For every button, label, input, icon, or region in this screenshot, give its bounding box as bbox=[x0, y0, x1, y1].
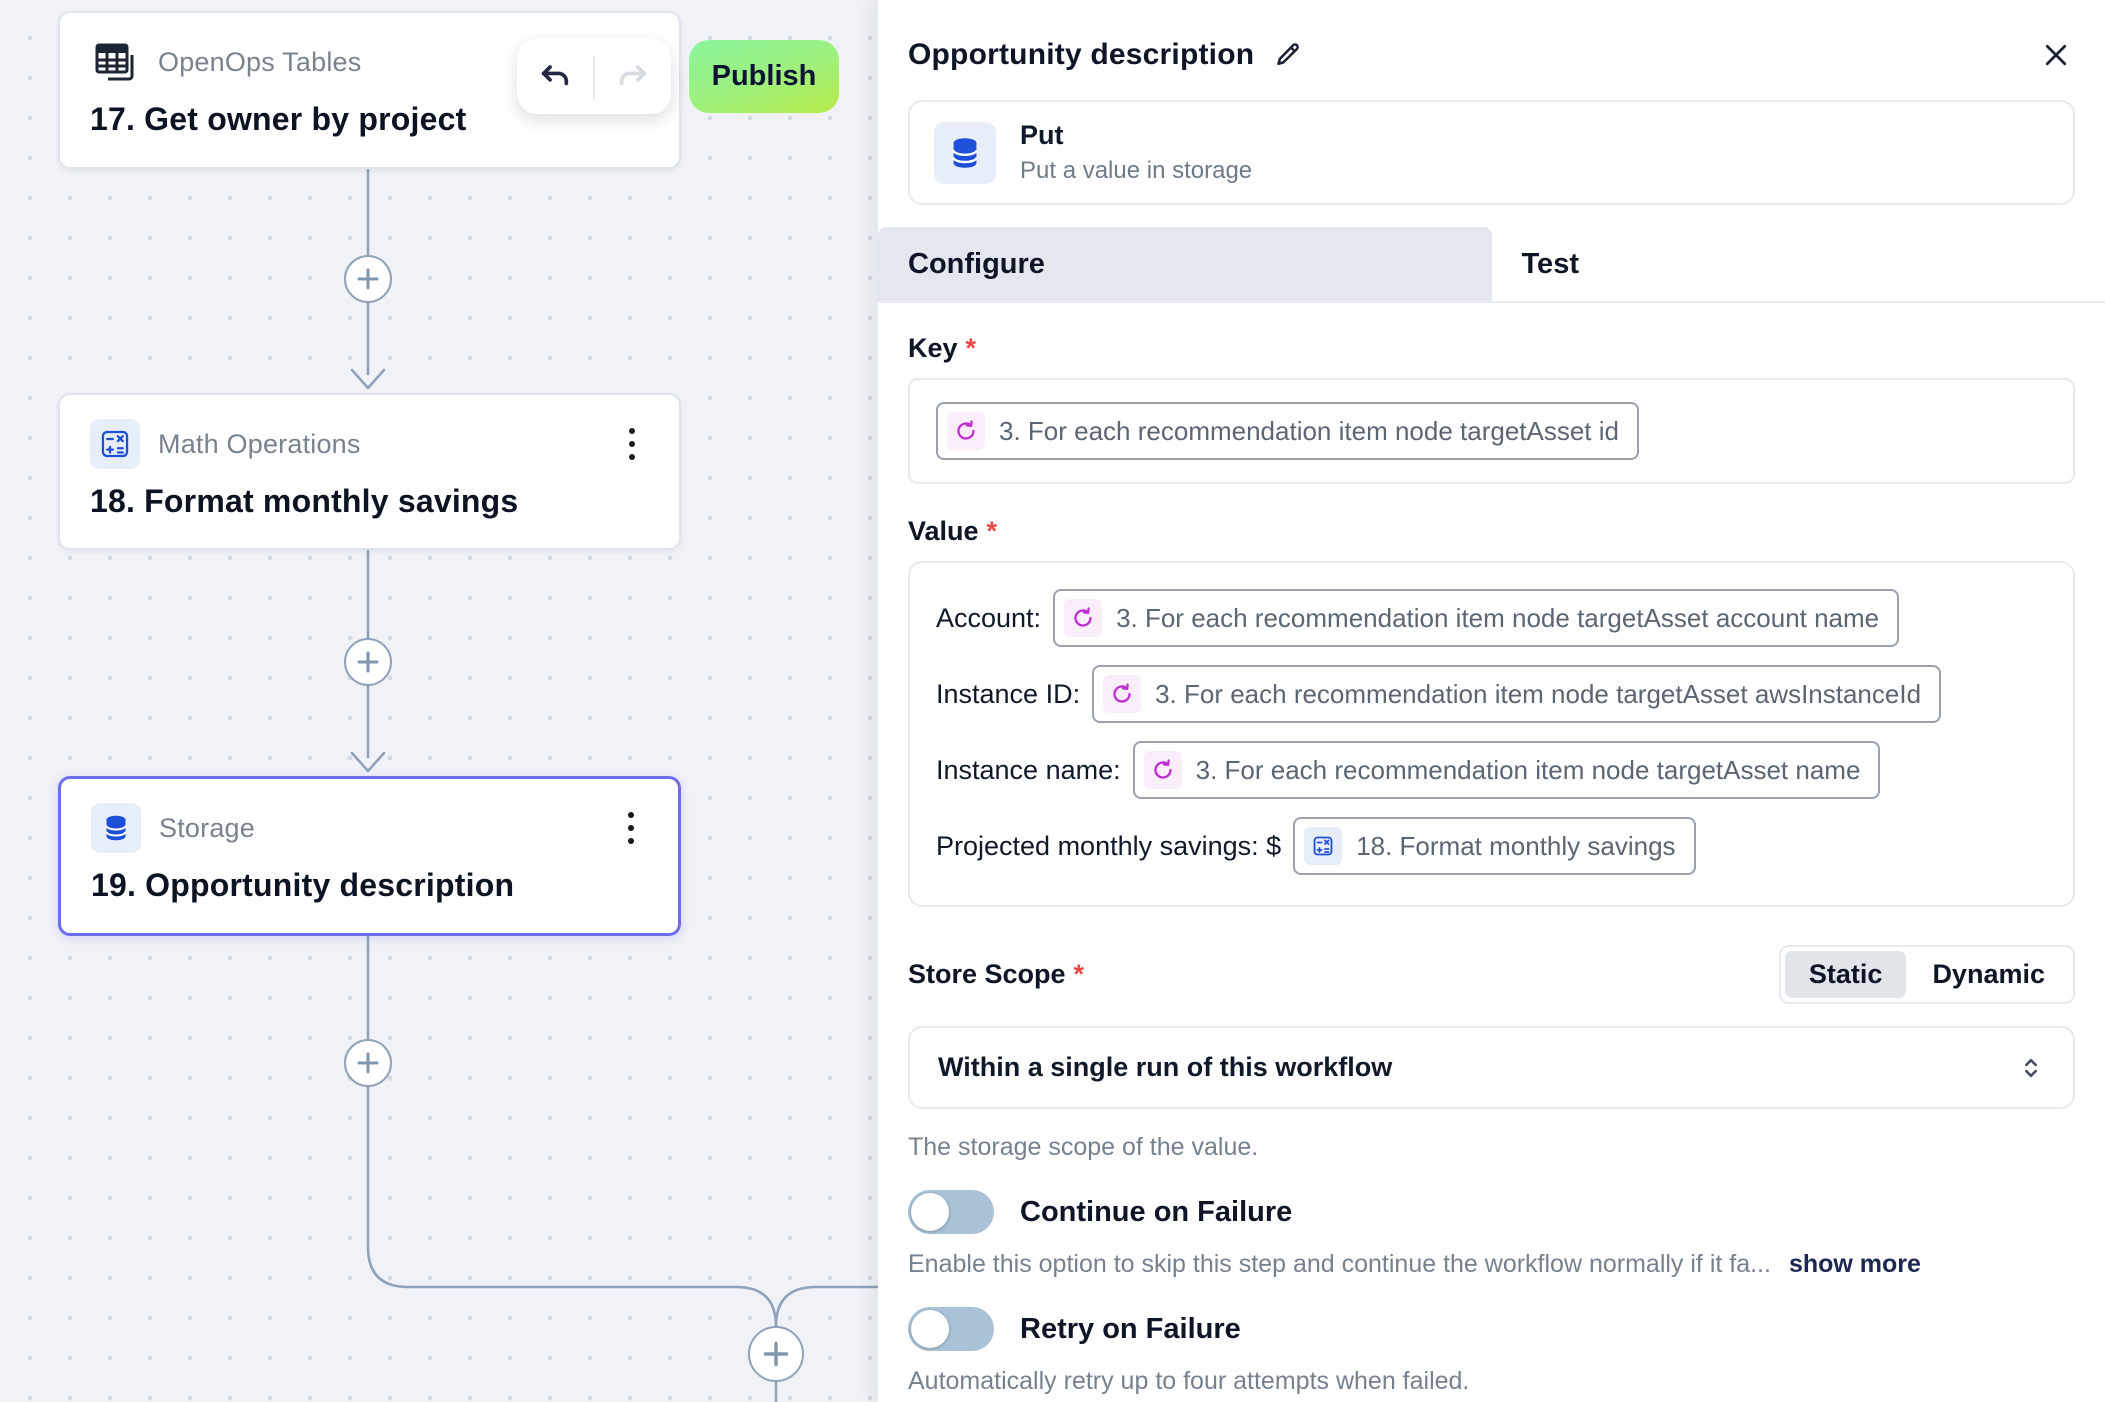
loop-icon bbox=[1064, 599, 1103, 637]
pencil-icon bbox=[1277, 43, 1300, 65]
mode-static[interactable]: Static bbox=[1784, 951, 1907, 998]
plus-icon bbox=[357, 1052, 379, 1074]
workflow-node-17[interactable]: OpenOps Tables 17. Get owner by project bbox=[58, 11, 681, 169]
row-label: Projected monthly savings: $ bbox=[936, 830, 1282, 861]
action-summary-card: Put Put a value in storage bbox=[908, 100, 2075, 205]
publish-button[interactable]: Publish bbox=[689, 40, 839, 113]
panel-title: Opportunity description bbox=[908, 38, 1255, 71]
mode-dynamic[interactable]: Dynamic bbox=[1932, 959, 2045, 989]
redo-icon bbox=[619, 64, 647, 85]
connector-edges bbox=[350, 167, 878, 1402]
node-menu-kebab-icon[interactable] bbox=[614, 808, 648, 848]
add-step-button-3[interactable] bbox=[344, 1039, 392, 1087]
store-scope-helper: The storage scope of the value. bbox=[908, 1133, 1259, 1161]
workflow-canvas[interactable]: OpenOps Tables 17. Get owner by project … bbox=[0, 0, 878, 1402]
storage-icon bbox=[934, 121, 996, 184]
tab-configure[interactable]: Configure bbox=[878, 227, 1492, 301]
openops-tables-icon bbox=[90, 37, 140, 87]
add-step-button-2[interactable] bbox=[344, 638, 392, 686]
row-label: Instance ID: bbox=[936, 678, 1081, 709]
value-row-instance-name: Instance name: 3. For each recommendatio… bbox=[936, 741, 2047, 799]
node-menu-kebab-icon[interactable] bbox=[615, 424, 649, 464]
node-app-name: OpenOps Tables bbox=[158, 46, 362, 77]
add-step-button-merge[interactable] bbox=[748, 1326, 804, 1382]
value-row-account: Account: 3. For each recommendation item… bbox=[936, 589, 2047, 647]
undo-button[interactable] bbox=[517, 39, 593, 114]
math-operations-icon bbox=[90, 419, 140, 469]
row-label: Account: bbox=[936, 602, 1042, 633]
workflow-node-19[interactable]: Storage 19. Opportunity description bbox=[58, 776, 681, 936]
store-scope-select[interactable]: Within a single run of this workflow bbox=[908, 1026, 2075, 1109]
key-input[interactable]: 3. For each recommendation item node tar… bbox=[908, 378, 2075, 484]
token-text: 3. For each recommendation item node tar… bbox=[1195, 754, 1861, 785]
add-step-button-1[interactable] bbox=[344, 255, 392, 303]
panel-header: Opportunity description bbox=[878, 0, 2105, 74]
retry-on-failure-row: Retry on Failure bbox=[908, 1307, 2075, 1351]
plus-icon bbox=[763, 1341, 789, 1367]
continue-on-failure-row: Continue on Failure bbox=[908, 1190, 2075, 1234]
continue-on-failure-label: Continue on Failure bbox=[1020, 1195, 1293, 1228]
node-app-name: Storage bbox=[159, 812, 255, 843]
math-operations-icon bbox=[1304, 827, 1343, 865]
value-input[interactable]: Account: 3. For each recommendation item… bbox=[908, 561, 2075, 907]
value-row-instance-id: Instance ID: 3. For each recommendation … bbox=[936, 665, 2047, 723]
loop-icon bbox=[947, 412, 985, 450]
token-text: 3. For each recommendation item node tar… bbox=[1155, 678, 1922, 709]
toolbar-divider bbox=[593, 54, 595, 99]
history-toolbar bbox=[517, 39, 671, 114]
value-token-chip[interactable]: 3. For each recommendation item node tar… bbox=[1092, 665, 1942, 723]
value-token-chip[interactable]: 3. For each recommendation item node tar… bbox=[1132, 741, 1881, 799]
token-text: 3. For each recommendation item node tar… bbox=[999, 415, 1619, 446]
retry-on-failure-toggle[interactable] bbox=[908, 1307, 994, 1351]
store-scope-label: Store Scope* bbox=[908, 959, 1085, 989]
plus-icon bbox=[357, 651, 379, 673]
panel-tabs: Configure Test bbox=[878, 227, 2105, 303]
store-scope-mode-switch: Static Dynamic bbox=[1778, 945, 2075, 1004]
chevron-up-down-icon bbox=[2025, 1058, 2037, 1077]
store-scope-row: Store Scope* Static Dynamic bbox=[908, 945, 2075, 1004]
configure-form: Key* 3. For each recommendation item nod… bbox=[878, 303, 2105, 1396]
retry-on-failure-helper: Automatically retry up to four attempts … bbox=[908, 1367, 1470, 1395]
key-field-label: Key* bbox=[908, 333, 977, 363]
token-text: 18. Format monthly savings bbox=[1356, 830, 1676, 861]
value-field-label: Value* bbox=[908, 516, 998, 546]
value-token-chip[interactable]: 18. Format monthly savings bbox=[1293, 817, 1696, 875]
close-panel-button[interactable] bbox=[2037, 36, 2075, 74]
value-row-projected-savings: Projected monthly savings: $ 18. For bbox=[936, 817, 2047, 875]
step-settings-panel: Opportunity description bbox=[878, 0, 2105, 1402]
required-marker: * bbox=[965, 333, 977, 363]
continue-on-failure-helper: Enable this option to skip this step and… bbox=[908, 1250, 1771, 1278]
plus-icon bbox=[357, 268, 379, 290]
action-name: Put bbox=[1020, 120, 1064, 150]
node-app-name: Math Operations bbox=[158, 428, 361, 459]
toggle-knob bbox=[911, 1310, 949, 1348]
storage-icon bbox=[91, 803, 141, 853]
rename-step-button[interactable] bbox=[1270, 36, 1308, 74]
required-marker: * bbox=[986, 516, 998, 546]
redo-button[interactable] bbox=[595, 39, 671, 114]
continue-on-failure-helper-line: Enable this option to skip this step and… bbox=[908, 1250, 2075, 1279]
action-description: Put a value in storage bbox=[1020, 157, 1253, 184]
loop-icon bbox=[1103, 675, 1142, 713]
toggle-knob bbox=[911, 1193, 949, 1231]
row-label: Instance name: bbox=[936, 754, 1121, 785]
loop-icon bbox=[1143, 751, 1182, 789]
node-step-title: 18. Format monthly savings bbox=[90, 483, 519, 519]
tab-test[interactable]: Test bbox=[1521, 247, 1579, 280]
undo-icon bbox=[541, 64, 569, 85]
show-more-link[interactable]: show more bbox=[1788, 1250, 1921, 1278]
required-marker: * bbox=[1073, 959, 1085, 989]
node-step-title: 19. Opportunity description bbox=[91, 867, 515, 903]
node-step-title: 17. Get owner by project bbox=[90, 101, 467, 137]
value-token-chip[interactable]: 3. For each recommendation item node tar… bbox=[1053, 589, 1900, 647]
store-scope-selected-value: Within a single run of this workflow bbox=[938, 1052, 1393, 1082]
workflow-node-18[interactable]: Math Operations 18. Format monthly savin… bbox=[58, 393, 681, 550]
key-token-chip[interactable]: 3. For each recommendation item node tar… bbox=[936, 402, 1639, 460]
token-text: 3. For each recommendation item node tar… bbox=[1116, 602, 1880, 633]
close-icon bbox=[2045, 44, 2067, 66]
retry-on-failure-label: Retry on Failure bbox=[1020, 1312, 1241, 1345]
continue-on-failure-toggle[interactable] bbox=[908, 1190, 994, 1234]
